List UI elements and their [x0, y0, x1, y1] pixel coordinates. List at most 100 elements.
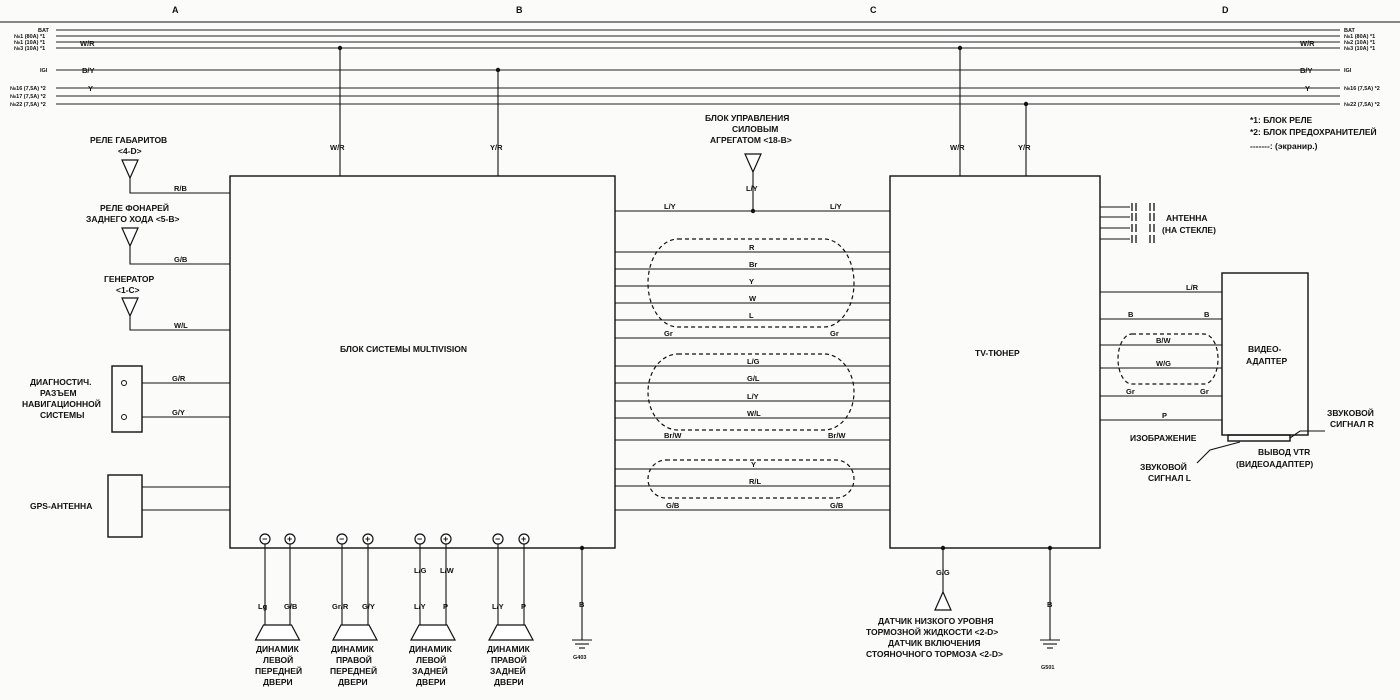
video-adapter-label-2: АДАПТЕР [1246, 356, 1288, 366]
wire-br: Br [749, 260, 757, 269]
audio-l-label-1: ЗВУКОВОЙ [1140, 461, 1187, 472]
gabarit-relay-label: РЕЛЕ ГАБАРИТОВ [90, 135, 167, 145]
diag-label-4: СИСТЕМЫ [40, 410, 84, 420]
ecu-input: БЛОК УПРАВЛЕНИЯ СИЛОВЫМ АГРЕГАТОМ <18-B>… [705, 113, 792, 214]
antenna-label-2: (НА СТЕКЛЕ) [1162, 225, 1216, 235]
wire-mv-wr: W/R [330, 143, 345, 152]
diag-label-1: ДИАГНОСТИЧ. [30, 377, 91, 387]
brake-label-3: ДАТЧИК ВКЛЮЧЕНИЯ [888, 638, 981, 648]
speaker-1-wire-1: Lg [258, 602, 268, 611]
ecu-label-3: АГРЕГАТОМ <18-B> [710, 135, 792, 145]
column-c-label: C [870, 5, 877, 15]
power-bus: BAT №1 (80A) *1 №1 (10A) *1 №3 (10A) *1 … [10, 28, 1380, 108]
minus-sign-icon: − [495, 534, 500, 544]
generator-label: ГЕНЕРАТОР [104, 274, 155, 284]
wire-y: Y [749, 277, 754, 286]
minus-sign-icon: − [262, 534, 267, 544]
wire-rl: R/L [749, 477, 762, 486]
wire-lg: L/G [747, 357, 760, 366]
speaker-4-label-4: ДВЕРИ [494, 677, 524, 687]
ecu-label-1: БЛОК УПРАВЛЕНИЯ [705, 113, 789, 123]
wire-gb-left: G/B [666, 501, 680, 510]
speaker-icon [488, 624, 534, 641]
bus-label-right-bat: BAT [1344, 28, 1356, 34]
speaker-icon [410, 624, 456, 641]
gabarit-relay-ref: <4-D> [118, 146, 142, 156]
wire-gr4: Gr [1200, 387, 1209, 396]
antenna-label-1: АНТЕННА [1166, 213, 1208, 223]
speaker-4-label-2: ПРАВОЙ [491, 654, 527, 665]
speaker-1-label-2: ЛЕВОЙ [263, 654, 293, 665]
bus-color-wr-left: W/R [80, 39, 95, 48]
ecu-label-2: СИЛОВЫМ [732, 124, 778, 134]
bus-label-left-2: №1 (10A) *1 [14, 40, 45, 46]
column-header: A B C D [0, 5, 1400, 23]
wire-tv-yr: Y/R [1018, 143, 1031, 152]
speaker-icon [254, 624, 301, 641]
wire-upper-lw: L/W [440, 566, 455, 575]
speaker-terminals: −+−+−+−+ [254, 533, 534, 641]
image-output-label: ИЗОБРАЖЕНИЕ [1130, 433, 1197, 443]
legend-fuse: *2: БЛОК ПРЕДОХРАНИТЕЛЕЙ [1250, 126, 1377, 137]
column-b-label: B [516, 5, 523, 15]
wire-b-gnd1: B [579, 600, 585, 609]
wire-lr: L/R [1186, 283, 1199, 292]
speaker-2-label-4: ДВЕРИ [338, 677, 368, 687]
wire-r: R [749, 243, 755, 252]
audio-r-label-2: СИГНАЛ R [1330, 419, 1374, 429]
legend: *1: БЛОК РЕЛЕ *2: БЛОК ПРЕДОХРАНИТЕЛЕЙ -… [1250, 115, 1377, 151]
speaker-3-label-4: ДВЕРИ [416, 677, 446, 687]
brake-label-4: СТОЯНОЧНОГО ТОРМОЗА <2-D> [866, 649, 1003, 659]
legend-relay: *1: БЛОК РЕЛЕ [1250, 115, 1313, 125]
wire-ly-ecu: L/Y [746, 184, 758, 193]
speaker-2-wire-1: Gr/R [332, 602, 349, 611]
wire-gr-left: Gr [664, 329, 673, 338]
wire-b1: B [1128, 310, 1134, 319]
grounds: B G403 B G501 [572, 545, 1060, 671]
brake-sensor: G/G ДАТЧИК НИЗКОГО УРОВНЯ ТОРМОЗНОЙ ЖИДК… [866, 545, 1003, 659]
ground-2-label: G501 [1041, 665, 1054, 671]
gps-label: GPS-АНТЕННА [30, 501, 92, 511]
wire-p: P [1162, 411, 1167, 420]
speaker-4-label-3: ЗАДНЕЙ [490, 665, 526, 676]
diag-label-3: НАВИГАЦИОННОЙ [22, 398, 101, 409]
vtr-label-1: ВЫВОД VTR [1258, 447, 1310, 457]
bus-label-right-6: №22 (7,5A) *2 [1344, 102, 1380, 108]
left-inputs: РЕЛЕ ГАБАРИТОВ <4-D> R/B РЕЛЕ ФОНАРЕЙ ЗА… [22, 135, 230, 538]
bus-label-right-2: №2 (10A) *1 [1344, 40, 1375, 46]
plus-sign-icon: + [365, 534, 370, 544]
audio-r-label-1: ЗВУКОВОЙ [1327, 407, 1374, 418]
video-adapter: ВИДЕО- АДАПТЕР L/R B B B/W W/G Gr Gr P И… [1100, 272, 1374, 483]
bus-label-right-igi: IGI [1344, 68, 1352, 74]
wire-tv-wr: W/R [950, 143, 965, 152]
vtr-label-2: (ВИДЕОАДАПТЕР) [1236, 459, 1313, 469]
wire-upper-lg: L/G [414, 566, 427, 575]
multivision-unit: БЛОК СИСТЕМЫ MULTIVISION W/R Y/R [229, 45, 616, 549]
plus-sign-icon: + [443, 534, 448, 544]
wire-bw: B/W [1156, 336, 1172, 345]
brake-label-1: ДАТЧИК НИЗКОГО УРОВНЯ [878, 616, 994, 626]
bus-color-by-right: B/Y [1300, 66, 1313, 75]
wire-wg: W/G [1156, 359, 1171, 368]
bus-color-by-left: B/Y [82, 66, 95, 75]
wire-brw-right: Br/W [828, 431, 846, 440]
speaker-icon [332, 624, 378, 641]
minus-sign-icon: − [417, 534, 422, 544]
minus-sign-icon: − [339, 534, 344, 544]
generator-ref: <1-C> [116, 285, 140, 295]
bus-color-wr-right: W/R [1300, 39, 1315, 48]
wire-y2: Y [751, 460, 756, 469]
speaker-2-label-2: ПРАВОЙ [336, 654, 372, 665]
interconnect-labels: L/Y L/Y R Br Y W L Gr Gr L/G G/L L/Y W/L… [664, 202, 846, 510]
speaker-1-label-1: ДИНАМИК [256, 644, 300, 654]
speaker-3-label-3: ЗАДНЕЙ [412, 665, 448, 676]
wire-mv-yr: Y/R [490, 143, 503, 152]
wire-gg: G/G [936, 568, 950, 577]
speaker-3-label-1: ДИНАМИК [409, 644, 453, 654]
bus-label-left-3: №3 (10A) *1 [14, 46, 45, 52]
interconnect-wires [615, 210, 890, 511]
column-a-label: A [172, 5, 179, 15]
wire-gr3: Gr [1126, 387, 1135, 396]
wire-ly-left: L/Y [664, 202, 676, 211]
wire-brw-left: Br/W [664, 431, 682, 440]
